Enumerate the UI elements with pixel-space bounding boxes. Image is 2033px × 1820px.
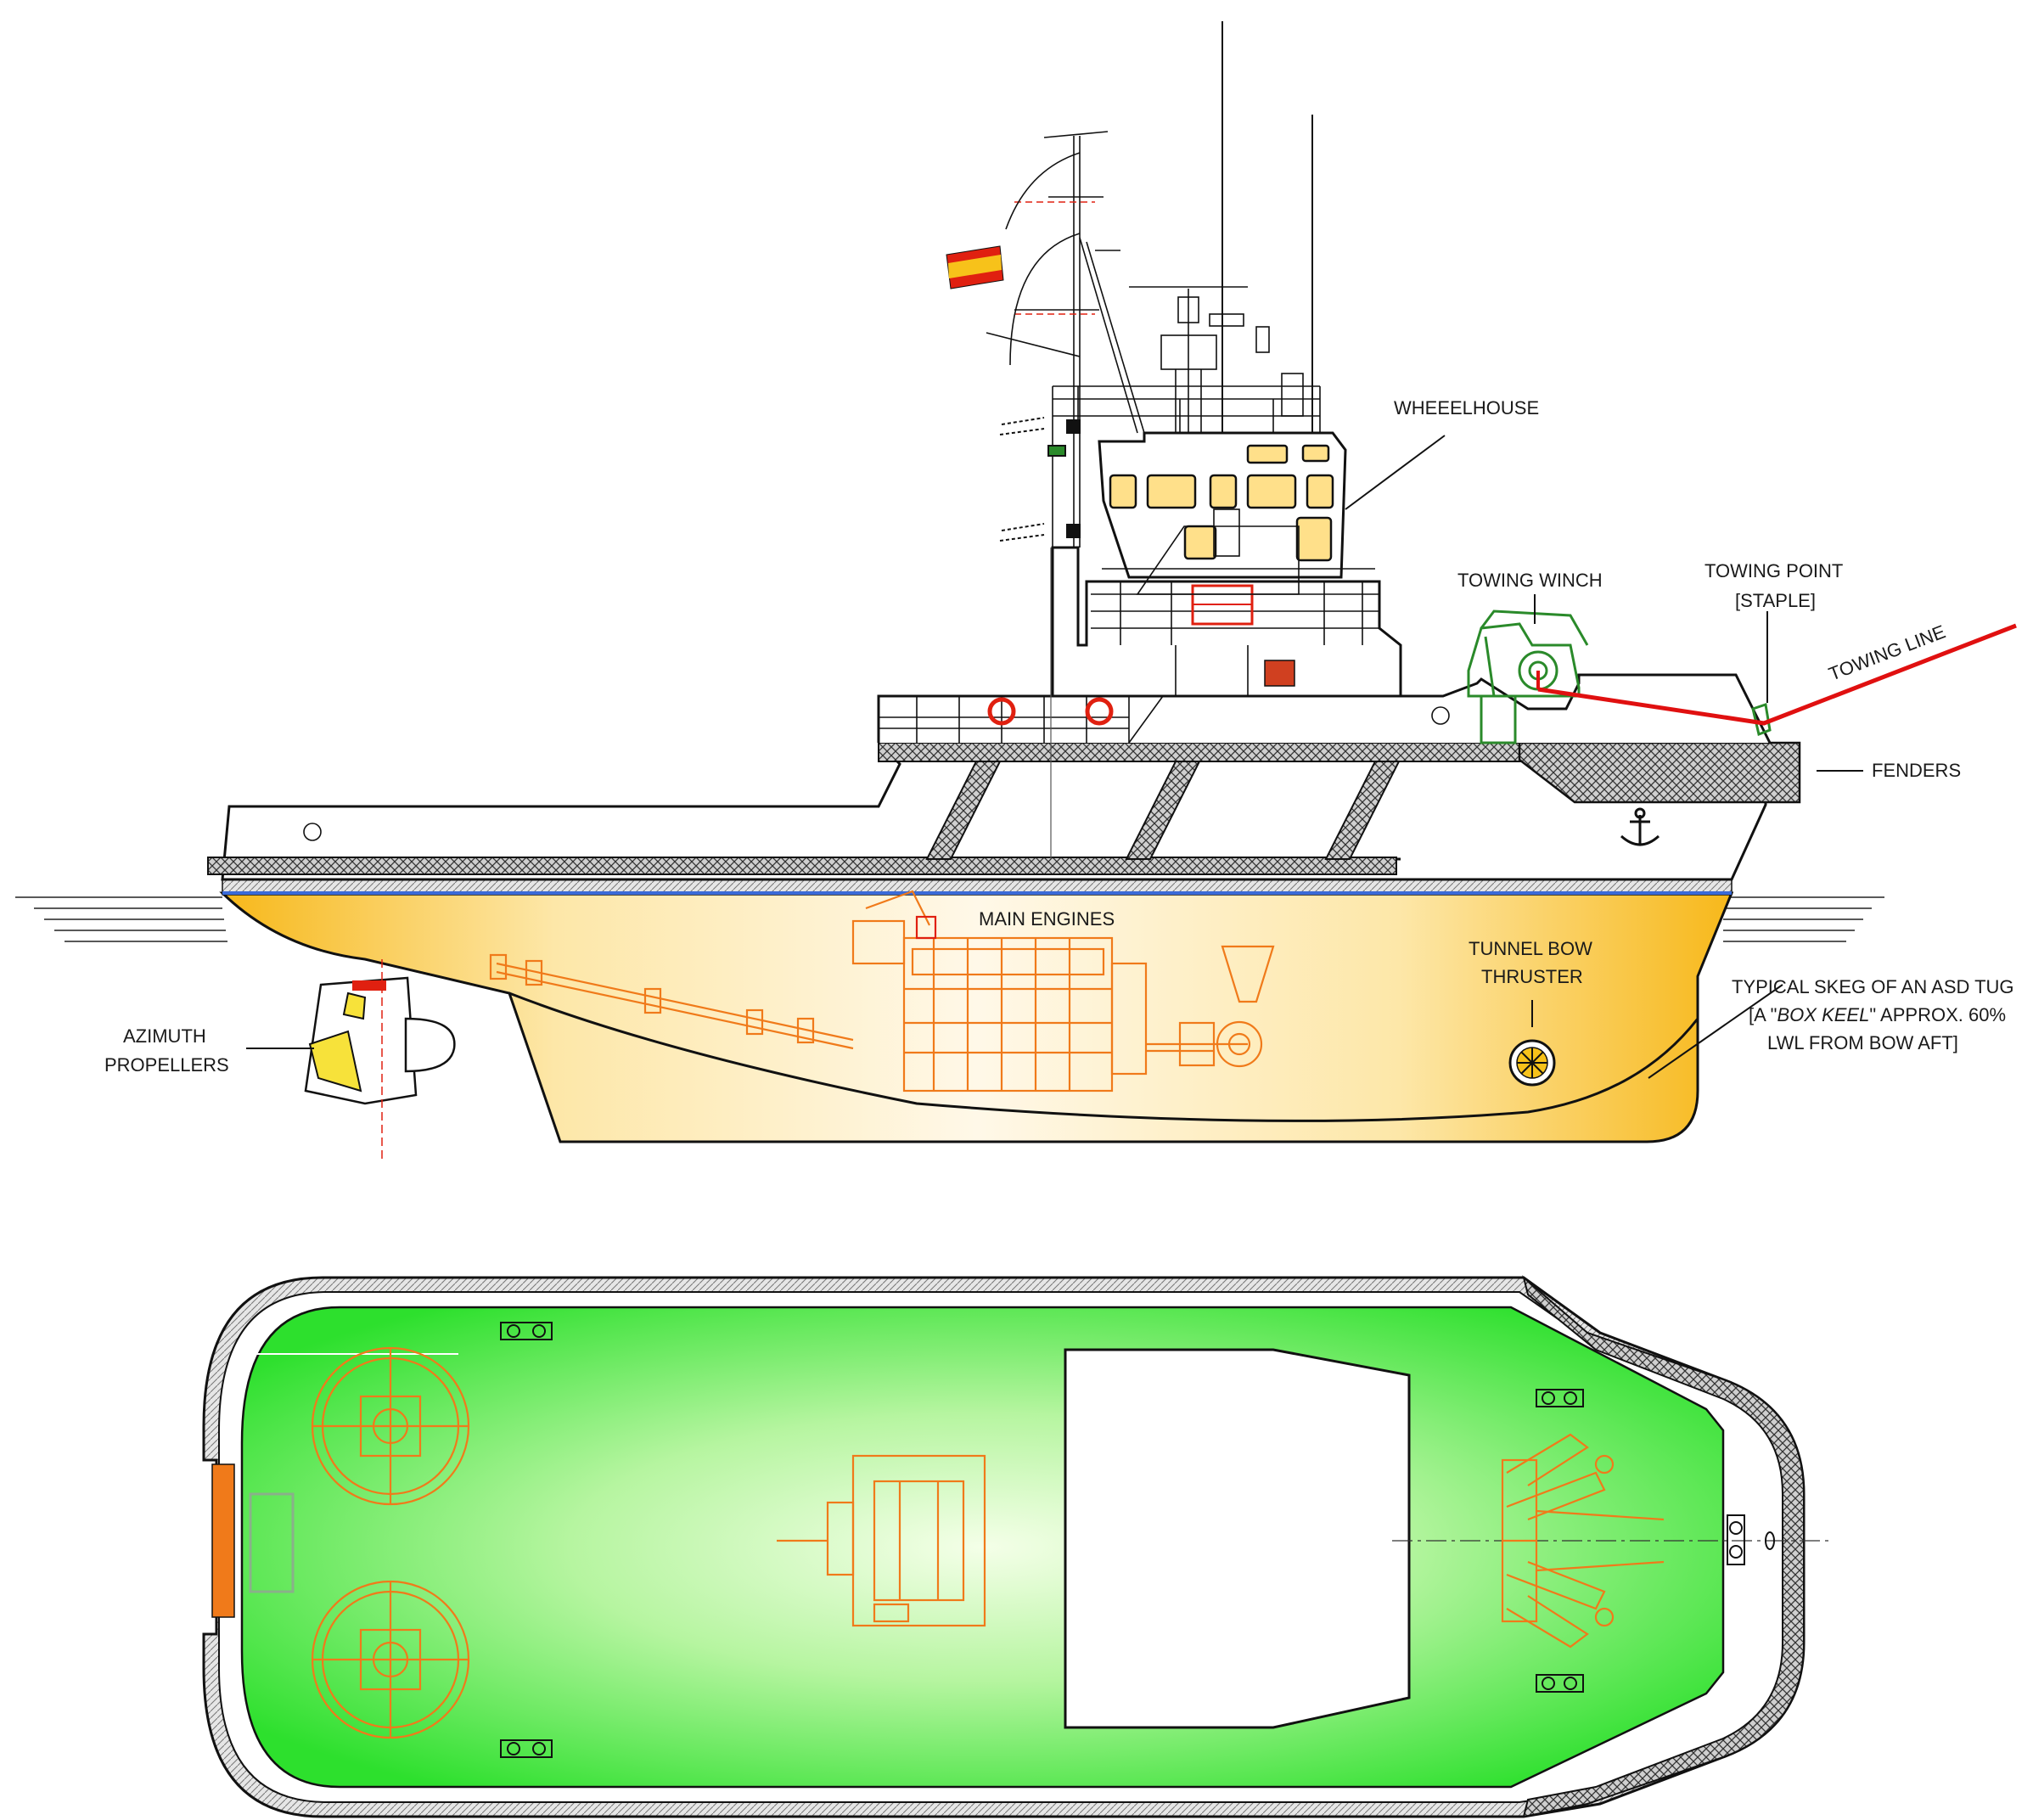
- labels: WHEEELHOUSE TOWING WINCH TOWING POINT [S…: [104, 397, 2014, 1076]
- skeg-outline: [508, 991, 1699, 1122]
- water-surface-lines: [15, 896, 1884, 942]
- leader-skeg: [1648, 984, 1783, 1079]
- label-skeg-line3: LWL FROM BOW AFT]: [1767, 1032, 1958, 1053]
- label-main-engines: MAIN ENGINES: [979, 908, 1115, 930]
- towing-winch: [1467, 609, 1589, 744]
- label-wheelhouse: WHEEELHOUSE: [1394, 397, 1539, 418]
- door: [1264, 660, 1295, 687]
- label-towing-winch: TOWING WINCH: [1457, 570, 1603, 591]
- deck-braces: [925, 761, 1401, 860]
- plan-bow-fender: [1522, 1275, 1805, 1818]
- bridge-wing: [1136, 525, 1300, 595]
- main-deck-fender-strip: [207, 857, 1397, 875]
- leader-wheelhouse: [1345, 435, 1446, 510]
- plan-deckhouse: [1064, 1348, 1411, 1729]
- wheelhouse-door: [1213, 508, 1240, 557]
- azimuth-thruster-plan: [311, 1346, 470, 1739]
- top-railing: [1052, 385, 1321, 548]
- label-azimuth: AZIMUTH: [123, 1025, 206, 1047]
- label-thruster: THRUSTER: [1481, 966, 1583, 987]
- porthole-icon: [303, 823, 322, 841]
- anchor-icon: [1620, 807, 1660, 846]
- bollards: [500, 1322, 1745, 1758]
- radar-mast: [1129, 286, 1304, 433]
- plan-view: [202, 1275, 1829, 1818]
- plan-hawse: [1765, 1531, 1775, 1550]
- label-skeg-line2: [A "BOX KEEL" APPROX. 60%: [1749, 1004, 2006, 1025]
- plan-stern-fender: [211, 1463, 235, 1618]
- bow-fender-block: [1518, 741, 1801, 804]
- side-elevation: [15, 21, 2017, 1159]
- bow-thruster-icon: [1508, 1039, 1556, 1087]
- label-skeg-post: " APPROX. 60%: [1869, 1004, 2006, 1025]
- deckhouse: [1051, 546, 1402, 698]
- lifebuoy-icon: [987, 697, 1016, 726]
- towing-staple: [1751, 703, 1772, 737]
- plan-deck: [240, 1306, 1725, 1789]
- towing-line: [1537, 623, 2017, 726]
- label-fenders: FENDERS: [1872, 760, 1961, 781]
- porthole-icon: [1431, 706, 1450, 725]
- main-mast: [986, 131, 1145, 548]
- winch-plan: [777, 1454, 986, 1627]
- flag: [946, 245, 1004, 289]
- underwater-hull: [219, 891, 1734, 1143]
- label-skeg-line1: TYPICAL SKEG OF AN ASD TUG: [1732, 976, 2014, 997]
- label-towing-point: TOWING POINT: [1704, 560, 1843, 581]
- mast-lights: [999, 417, 1081, 542]
- azimuth-propeller: [304, 959, 456, 1159]
- anchor-windlass-plan: [1501, 1433, 1665, 1649]
- lifebuoy-icon: [1085, 697, 1114, 726]
- label-skeg-pre: [A ": [1749, 1004, 1777, 1025]
- label-skeg-italic: BOX KEEL: [1777, 1004, 1870, 1025]
- label-towing-point-staple: [STAPLE]: [1735, 590, 1816, 611]
- wheelhouse-windows: [1109, 444, 1334, 562]
- label-tunnel-bow: TUNNEL BOW: [1469, 938, 1592, 959]
- label-propellers: PROPELLERS: [104, 1054, 229, 1076]
- stern-equipment-box: [249, 1492, 295, 1593]
- main-engine-elevation: [489, 890, 1275, 1093]
